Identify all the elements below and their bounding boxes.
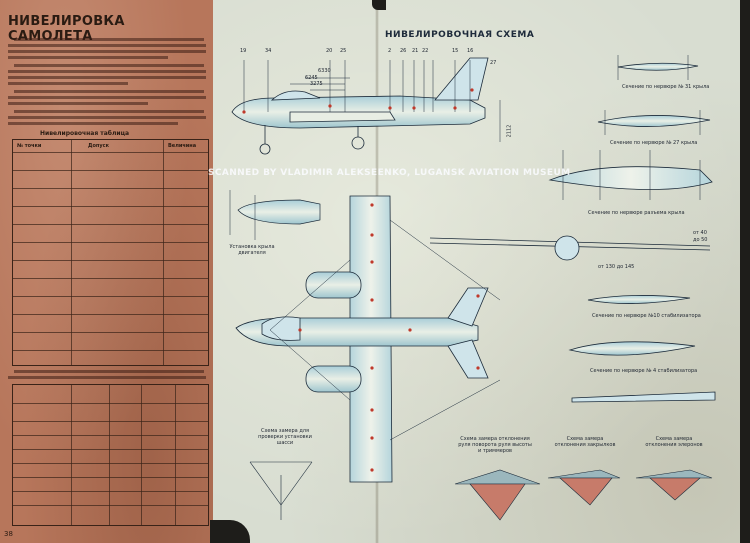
wing-sections: [548, 62, 713, 356]
tolerance-table: [12, 384, 209, 526]
text-line: [14, 38, 204, 41]
column-header: Допуск: [88, 143, 109, 149]
dimension-label: 2112: [506, 124, 513, 138]
text-line: [8, 70, 206, 73]
point-number: 16: [467, 48, 474, 54]
range-label: от 40: [693, 230, 707, 236]
section-caption: Сечение по нервюре разъема крыла: [588, 210, 685, 216]
text-line: [8, 56, 168, 59]
scheme-caption: Схема замера отклонения закрылков: [554, 436, 616, 448]
text-line: [8, 122, 178, 125]
point-number: 34: [265, 48, 272, 54]
point-number: 22: [422, 48, 429, 54]
gear-check-scheme: [249, 461, 313, 520]
column-header: № точки: [17, 143, 42, 149]
text-line: [8, 44, 206, 47]
torn-edge: [740, 0, 750, 543]
side-view-dimension-lines: [243, 60, 501, 142]
dimension-label: 3275: [310, 81, 323, 87]
text-line: [8, 116, 206, 119]
page-number: 38: [4, 530, 13, 538]
side-view-points: [242, 88, 474, 114]
point-number: 15: [452, 48, 459, 54]
leveling-table: № точки Допуск Величина: [12, 139, 209, 366]
section-caption: Сечение по нервюре №10 стабилизатора: [592, 313, 701, 319]
left-page: НИВЕЛИРОВКА САМОЛЕТА Нивелировочная табл…: [0, 0, 213, 543]
scheme-caption: Схема замера для проверки установки шасс…: [258, 428, 312, 446]
text-line: [8, 76, 206, 79]
text-line: [14, 64, 204, 67]
text-line: [8, 96, 206, 99]
text-line: [8, 50, 206, 53]
text-line: [14, 90, 204, 93]
table-caption: Нивелировочная таблица: [40, 130, 130, 137]
text-line: [8, 376, 206, 379]
aileron-view: [571, 391, 716, 403]
scheme-caption: Схема замера отклонения элеронов: [645, 436, 703, 448]
section-caption: Сечение по нервюре № 27 крыла: [610, 140, 698, 146]
scheme-title: НИВЕЛИРОВОЧНАЯ СХЕМА: [385, 30, 535, 40]
section-caption: Сечение по нервюре № 31 крыла: [622, 84, 710, 90]
point-number: 21: [412, 48, 419, 54]
text-line: [14, 370, 204, 373]
range-label: от 130 до 145: [598, 264, 635, 270]
range-label: до 50: [693, 237, 708, 243]
point-number: 2: [388, 48, 392, 54]
front-view: [429, 235, 711, 261]
point-number: 19: [240, 48, 247, 54]
top-view: [235, 195, 501, 483]
top-view-points: [298, 203, 480, 472]
dimension-label: 6330: [318, 68, 331, 74]
wing-section-dimension-lines: [562, 55, 701, 200]
side-view: [231, 57, 489, 155]
scheme-caption: Схема замера отклонения руля поворота ру…: [458, 436, 532, 454]
point-number: 26: [400, 48, 407, 54]
torn-edge: [372, 0, 386, 10]
point-number: 20: [326, 48, 333, 54]
dimension-label: 6245: [305, 75, 318, 81]
column-header: Величина: [168, 143, 197, 149]
text-line: [8, 82, 128, 85]
scan-watermark: SCANNED BY VLADIMIR ALEKSEENKO, LUGANSK …: [208, 168, 571, 178]
text-line: [14, 110, 204, 113]
engine-detail: [229, 190, 321, 240]
point-number: 25: [340, 48, 347, 54]
point-number: 27: [490, 60, 497, 66]
engine-caption: Установка крыла двигателя: [229, 244, 275, 256]
text-line: [8, 102, 148, 105]
right-page: [213, 0, 750, 543]
control-surface-schemes: [454, 469, 713, 521]
section-caption: Сечение по нервюре № 4 стабилизатора: [590, 368, 698, 374]
torn-edge: [210, 520, 250, 543]
